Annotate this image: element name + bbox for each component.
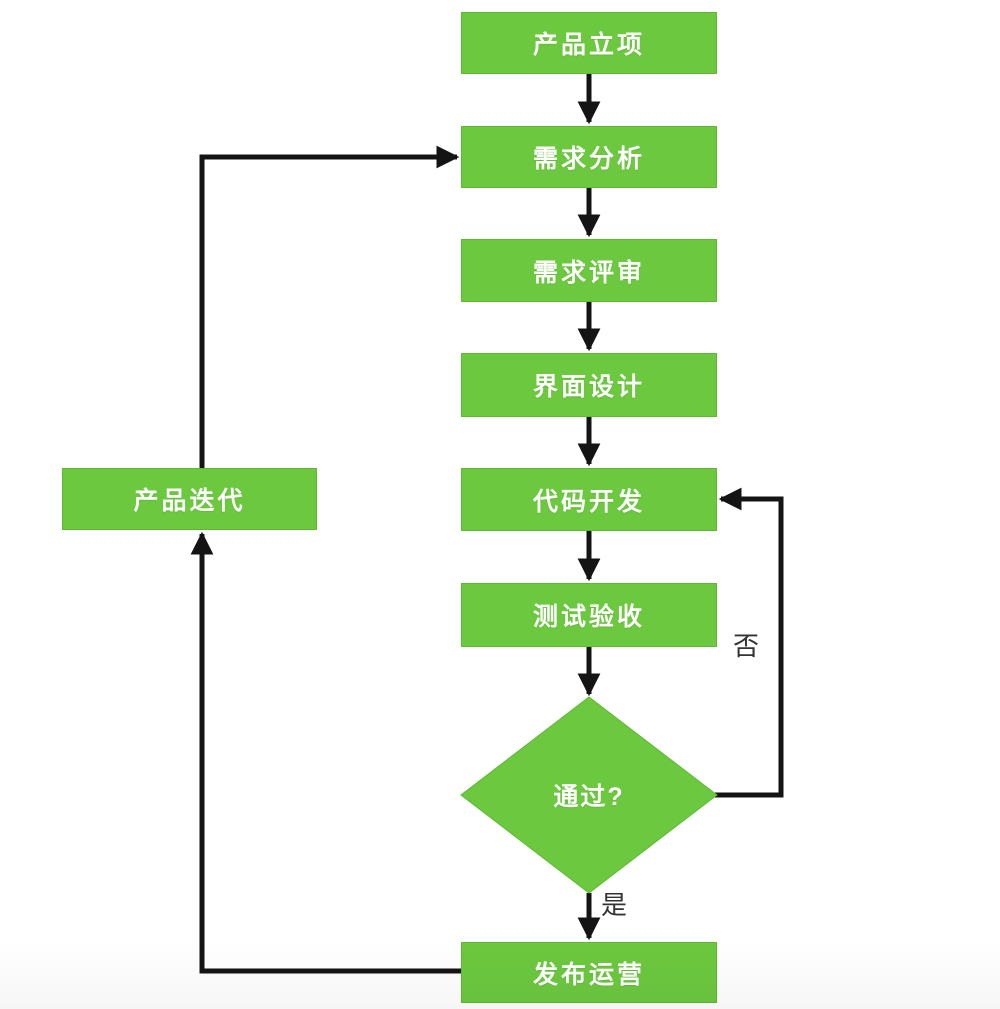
edge-label-yes: 是 xyxy=(601,890,628,920)
decision-label: 通过? xyxy=(553,783,625,811)
edge-iteration-to-analysis xyxy=(199,145,460,468)
node-ui-design: 界面设计 xyxy=(461,353,717,417)
node-requirements-review: 需求评审 xyxy=(461,239,717,302)
node-product-initiation: 产品立项 xyxy=(461,12,717,74)
edge-decision-no-loop xyxy=(715,487,784,798)
node-testing-acceptance: 测试验收 xyxy=(461,583,717,647)
node-product-iteration: 产品迭代 xyxy=(62,468,317,530)
node-requirements-analysis: 需求分析 xyxy=(461,126,717,188)
node-code-development: 代码开发 xyxy=(461,468,717,531)
edge-label-no: 否 xyxy=(733,631,760,661)
decision-diamond xyxy=(460,696,718,894)
node-release-operations: 发布运营 xyxy=(461,942,717,1003)
edge-release-to-iteration xyxy=(190,531,461,974)
